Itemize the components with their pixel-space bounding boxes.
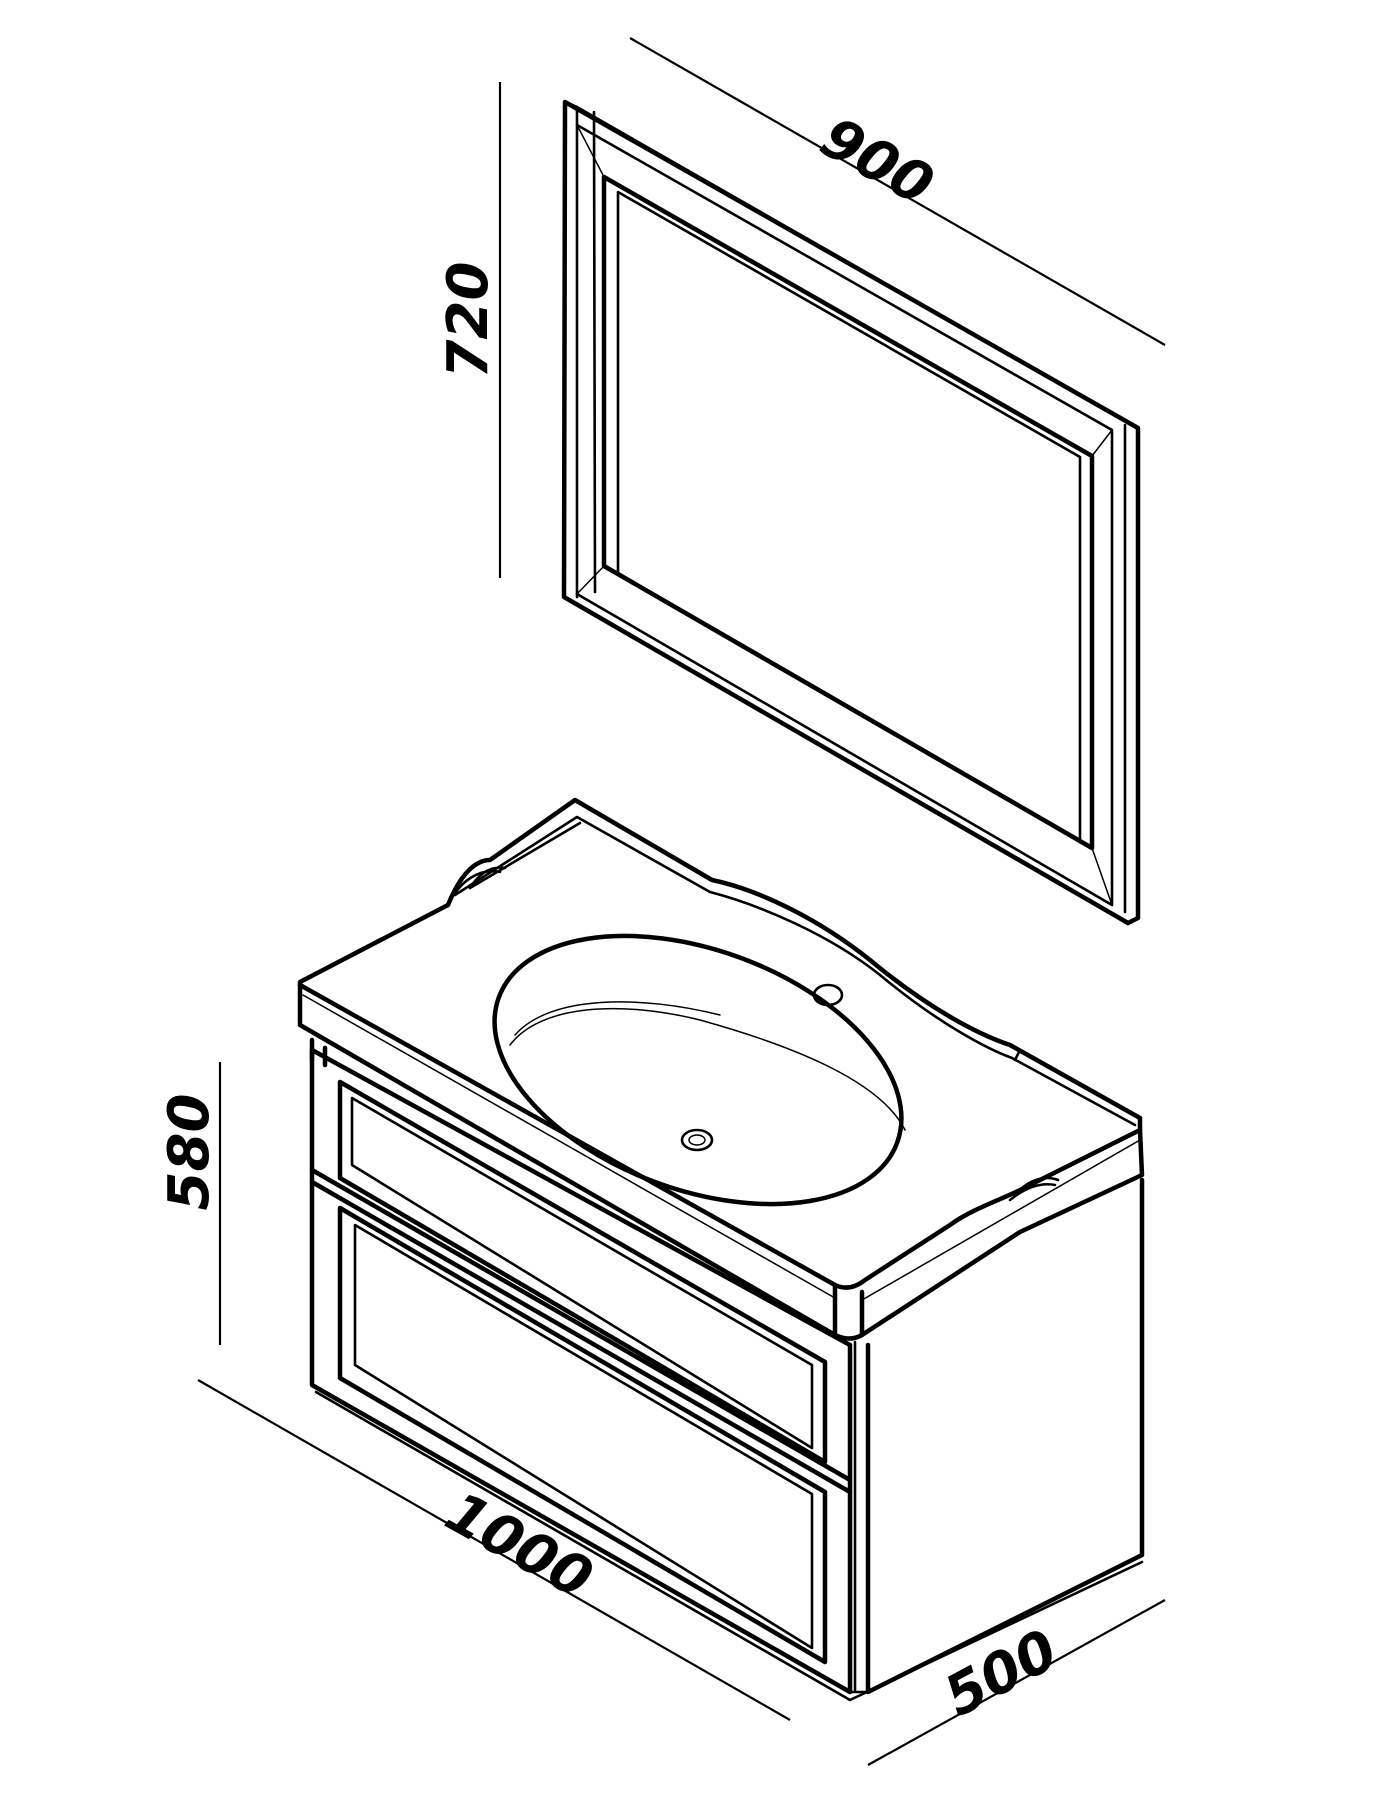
dimension-labels: 900 720 580 1000 500 — [157, 105, 1068, 1730]
dim-line-900 — [629, 37, 1166, 346]
basin-inner-rim — [509, 1007, 906, 1131]
countertop-top-surface — [297, 797, 1143, 1290]
upper-drawer-panel — [337, 1079, 828, 1465]
basin-drain-inner — [688, 1134, 706, 1146]
countertop-front-edge — [297, 982, 865, 1341]
upper-drawer-panel-inner — [350, 1096, 814, 1450]
basin-drain — [680, 1128, 714, 1152]
countertop-backsplash — [453, 815, 1137, 1127]
dim-label-900: 900 — [810, 105, 944, 219]
cabinet — [309, 1037, 1145, 1702]
mirror-outer-frame — [561, 99, 1141, 926]
cabinet-side-edge — [848, 1340, 870, 1694]
dimension-lines — [197, 37, 1166, 1766]
dim-line-1000 — [197, 1379, 791, 1721]
countertop-side-splash-left — [446, 866, 507, 907]
cabinet-front — [309, 1047, 853, 1695]
countertop-right-edge-line — [861, 1139, 1141, 1301]
mirror-frame-edge — [563, 100, 1140, 914]
dim-label-1000: 1000 — [435, 1480, 603, 1612]
dim-line-500 — [867, 1599, 1166, 1766]
countertop-edge-line — [302, 994, 836, 1299]
countertop — [297, 797, 1145, 1341]
countertop-side-splash-right — [1008, 1176, 1060, 1202]
basin-outer — [492, 933, 904, 1207]
mirror — [561, 99, 1141, 926]
mirror-inner-frame — [601, 174, 1095, 851]
dim-label-580: 580 — [157, 1094, 222, 1211]
lower-drawer-panel-inner — [353, 1223, 814, 1650]
tap-hole — [812, 983, 844, 1007]
countertop-right-edge — [859, 1127, 1145, 1338]
cabinet-bottom-edge — [314, 1390, 1144, 1702]
cabinet-side — [865, 1177, 1145, 1695]
dim-label-720: 720 — [436, 262, 501, 379]
mirror-mitres — [576, 124, 1113, 906]
lower-drawer-panel — [337, 1205, 828, 1665]
mirror-frame-bevel — [575, 110, 1114, 907]
dim-label-500: 500 — [934, 1618, 1068, 1730]
basin-inner-rim-2 — [514, 1001, 721, 1036]
drawer-divider — [309, 1167, 853, 1495]
mirror-glass — [616, 190, 1082, 842]
